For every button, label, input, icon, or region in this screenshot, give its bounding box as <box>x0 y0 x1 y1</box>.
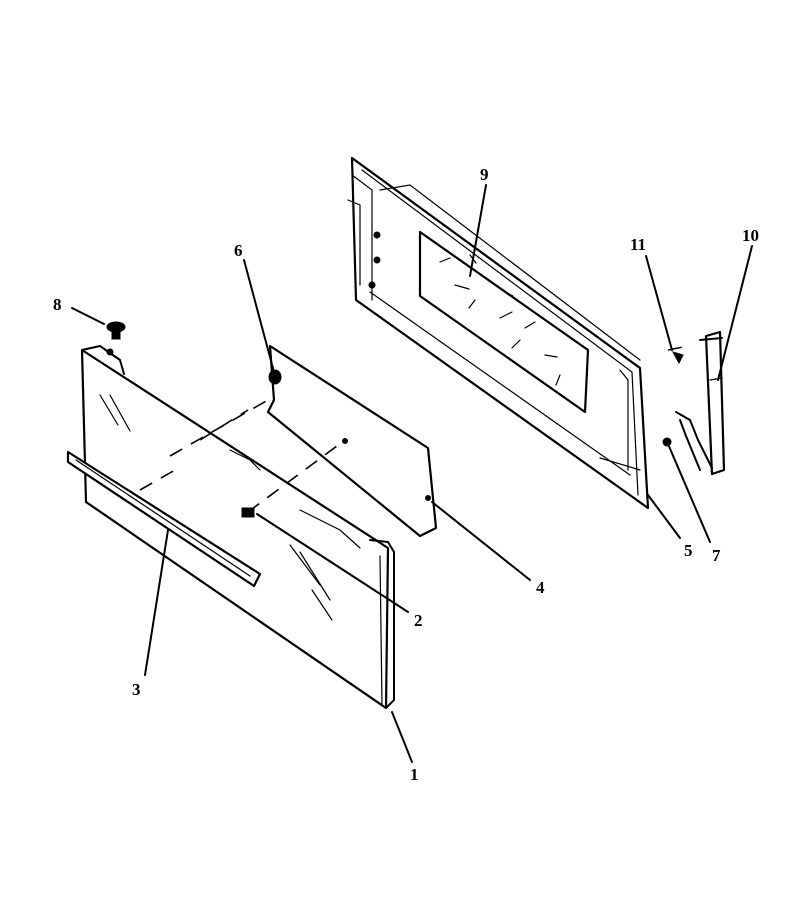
part-4-insulation-panel <box>266 344 438 538</box>
callout-8: 8 <box>53 295 62 314</box>
callout-labels: 8 6 9 11 10 2 4 5 7 3 1 <box>53 165 759 784</box>
callout-3: 3 <box>132 680 141 699</box>
part-3-door-handle <box>66 450 262 588</box>
callout-2: 2 <box>414 611 423 630</box>
callout-9: 9 <box>480 165 489 184</box>
callout-4: 4 <box>536 578 545 597</box>
part-6-clip <box>268 369 282 385</box>
callout-10: 10 <box>742 226 759 245</box>
callout-6: 6 <box>234 241 243 260</box>
callout-5: 5 <box>684 541 693 560</box>
callout-11: 11 <box>630 235 646 254</box>
part-8-screw <box>106 321 126 356</box>
leader-lines <box>71 184 753 763</box>
part-1-outer-door-panel <box>80 345 395 710</box>
callout-7: 7 <box>712 546 721 565</box>
part-10-hinge <box>675 330 726 476</box>
callout-1: 1 <box>410 765 419 784</box>
part-7-hinge-washer <box>662 437 672 447</box>
part-2-fastener <box>241 507 255 518</box>
part-9-window-glass <box>418 230 590 414</box>
part-11-hinge-screw <box>671 351 684 365</box>
